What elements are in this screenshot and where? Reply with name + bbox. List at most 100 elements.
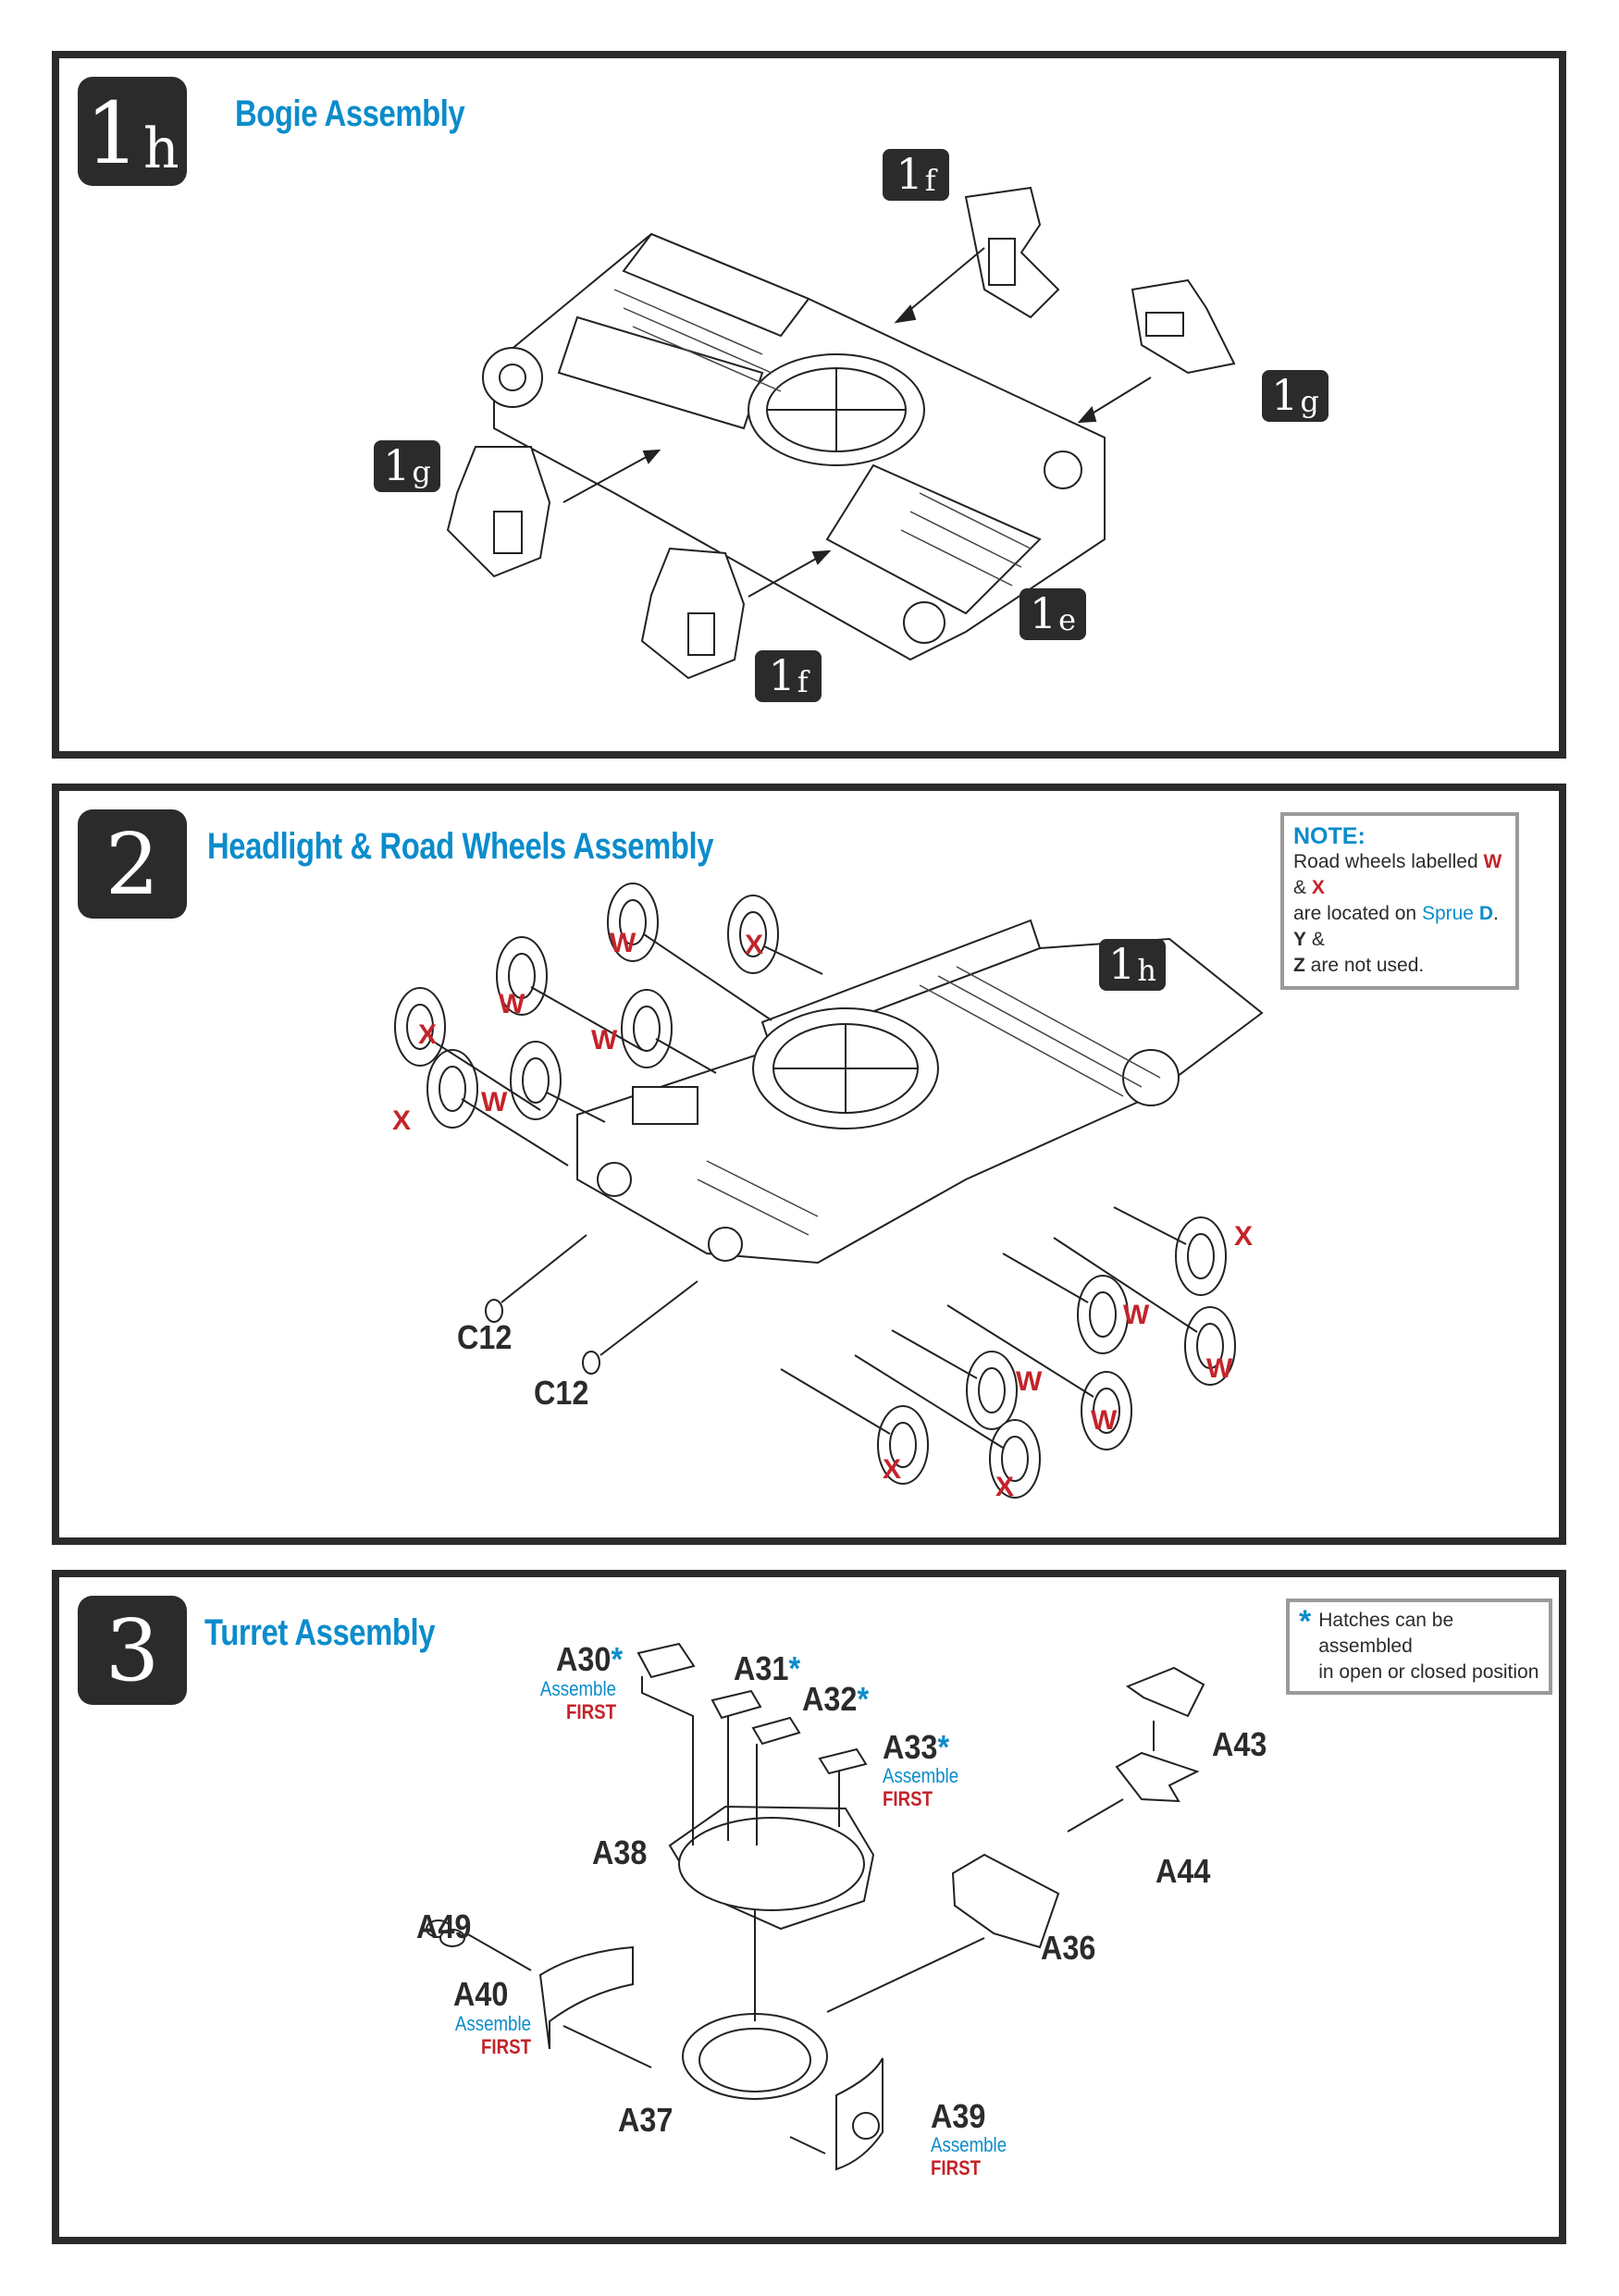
wheel-label: X [392,1105,412,1136]
wheel-label: X [745,930,764,960]
arrow-1f-top [901,248,984,317]
step-title: Turret Assembly [204,1612,436,1653]
step-number: 2 [105,815,160,914]
bogie-1f-bottom [642,549,744,678]
drive-sprocket [1123,1050,1179,1105]
wheel-label: W [499,989,525,1019]
part-label-a30: A30* [556,1640,624,1678]
part-label-c12: C12 [534,1374,589,1412]
note-line-2: in open or closed position [1318,1661,1539,1683]
road-wheels [395,883,1235,1498]
idler-mount [904,602,945,643]
wheel-w-6 [1185,1307,1235,1385]
wheel-label: W [1016,1366,1043,1397]
wheel-x-3 [427,1050,477,1128]
asterisk-icon: * [1299,1604,1312,1639]
step-title: Headlight & Road Wheels Assembly [207,826,714,867]
hatch-a30 [638,1644,694,1677]
wheel-label: W [610,928,636,958]
stowage-box-a43 [1128,1668,1204,1716]
hatch-a33 [820,1749,866,1773]
assembly-arrows [466,1676,1154,2154]
wheel-label: X [995,1472,1015,1502]
wheel-label: X [1234,1221,1254,1252]
part-label-c12: C12 [457,1318,513,1356]
wheel-x-2 [395,988,445,1066]
turret-side-a40 [540,1947,633,2049]
wheel-x-1 [728,895,778,973]
engine-deck [559,317,762,428]
wheel-label: X [418,1019,438,1050]
turret-bustle-a36 [953,1855,1058,1947]
bogie-1g-right [1132,280,1234,373]
arrow-1g-left [563,454,651,502]
step-badge-2: 2 [78,809,187,919]
wheel-x-4 [1176,1217,1226,1295]
note-line-3: Z are not used. [1293,955,1425,976]
part-label-a40: A40 [453,1975,509,2013]
arrow-1f-bottom [748,555,822,597]
note-line-2: are located on Sprue D. Y & [1293,903,1499,950]
step-title: Bogie Assembly [235,93,465,134]
headlight-c12-1 [486,1300,502,1322]
part-label-a39: A39 [931,2097,986,2135]
part-label-a36: A36 [1041,1929,1096,1967]
wheel-w-5 [1078,1276,1128,1353]
hatch-a32 [753,1718,799,1744]
wheel-w-8 [1081,1372,1131,1450]
wheel-label: W [1123,1300,1150,1330]
wheel-w-3 [622,990,672,1068]
stowage-box [633,1087,698,1124]
wheel-label: W [1091,1405,1118,1436]
part-label-a37: A37 [618,2101,674,2139]
assembly-arrows [429,934,1197,1448]
part-label-a43: A43 [1212,1725,1267,1763]
step-number: 3 [105,1601,160,1700]
note-heading: NOTE: [1293,823,1366,849]
bracket-a44 [1117,1753,1197,1801]
wheel-label: W [1206,1353,1233,1384]
note-line-1: Road wheels labelled W & X [1293,851,1502,898]
hatch-note-box: * Hatches can be assembled in open or cl… [1286,1599,1552,1695]
step-letter: h [142,117,179,181]
wheel-label: W [481,1087,508,1117]
headlight-mount-left [598,1163,631,1196]
part-label-a38: A38 [592,1833,648,1871]
note-line-1: Hatches can be assembled [1318,1610,1454,1657]
part-label-a33: A33* [883,1728,950,1766]
step-badge-3: 3 [78,1596,187,1705]
wheel-label: W [591,1025,618,1055]
note-box: NOTE: Road wheels labelled W & X are loc… [1280,812,1519,990]
hatch-a31 [712,1691,760,1718]
step-2-panel: 2 Headlight & Road Wheels Assembly NOTE:… [52,784,1566,1545]
part-label-a49: A49 [416,1907,472,1945]
wheel-w-2 [497,937,547,1015]
part-label-a32: A32* [802,1680,870,1718]
step-number: 1 [85,84,140,183]
smoke-discharger-a49 [426,1920,464,1946]
arrow-1g-right [1086,377,1151,417]
hull-bogie-illustration [59,58,1559,751]
bogie-1g-left [448,447,550,576]
headlight-c12-2 [583,1352,599,1374]
part-label-a44: A44 [1156,1852,1211,1890]
front-plate [827,465,1040,613]
wheel-w-7 [967,1352,1017,1429]
headlight-mount-right [709,1228,742,1261]
hull-rear-deck [624,234,809,336]
step-3-panel: 3 Turret Assembly * Hatches can be assem… [52,1570,1566,2244]
hull-wheels-illustration [59,791,1559,1537]
wheel-x-6 [990,1420,1040,1498]
turret-illustration [59,1577,1559,2237]
